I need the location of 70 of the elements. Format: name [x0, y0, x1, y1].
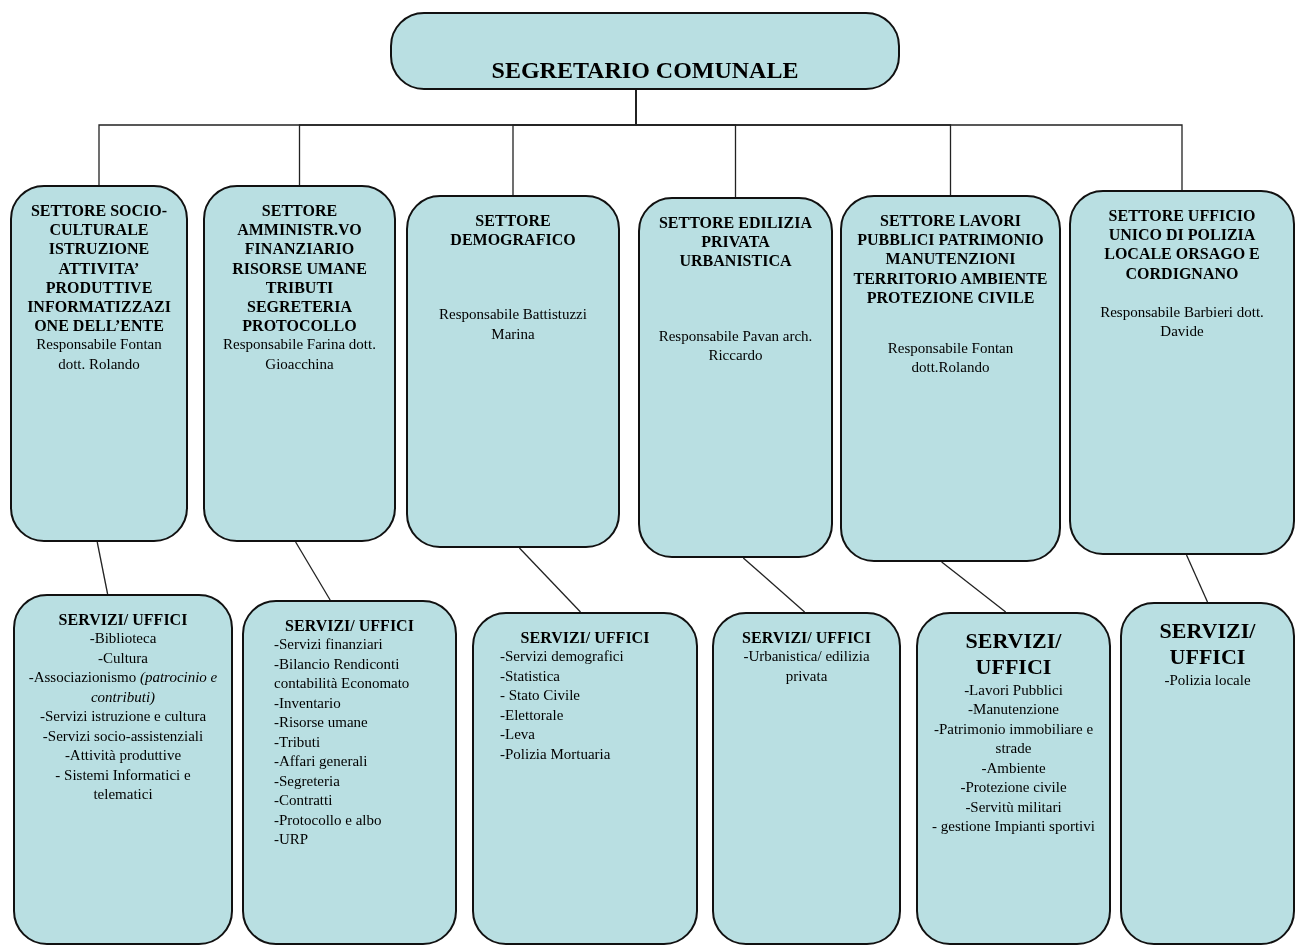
- sector-box: [406, 195, 620, 548]
- connector-line: [295, 541, 331, 601]
- connector-line: [941, 561, 1007, 613]
- service-item: -Servizi finanziari: [273, 635, 384, 655]
- service-item: -Lavori Pubblici: [963, 680, 1064, 700]
- service-item: -Risorse umane: [273, 713, 369, 733]
- connector-line: [96, 541, 109, 595]
- manager-text: Responsabile Fontan dott. Rolando: [35, 335, 163, 374]
- services-box: [242, 600, 457, 945]
- sector-box: [10, 185, 188, 542]
- service-item: - Sistemi Informatici e telematici: [54, 765, 192, 805]
- heading: SETTORE LAVORI PUBBLICI PATRIMONIO MANUTENZIONI TERRITORIO AMBIENTE PROTEZIONE CIVILE: [852, 211, 1049, 307]
- heading: SETTORE SOCIO-CULTURALE ISTRUZIONE ATTIVITA’ PRODUTTIVE INFORMATIZZAZIONE DELL’ENTE: [26, 201, 172, 336]
- title-box: [390, 12, 900, 90]
- connector-line: [742, 557, 806, 613]
- manager-text: Responsabile Pavan arch. Riccardo: [657, 326, 814, 366]
- service-item: -Biblioteca: [88, 629, 158, 649]
- sector-box: [840, 195, 1061, 562]
- service-item: - gestione Impianti sportivi: [931, 817, 1096, 837]
- service-item: -Contratti: [273, 791, 334, 811]
- heading: SERVIZI/ UFFICI: [1158, 618, 1257, 671]
- heading: SERVIZI/ UFFICI: [284, 616, 415, 636]
- services-box: [916, 612, 1111, 945]
- manager-text: Responsabile Battistuzzi Marina: [438, 305, 588, 344]
- service-item: -Protocollo e albo: [273, 810, 383, 830]
- manager-text: Responsabile Fontan dott.Rolando: [886, 338, 1015, 378]
- sector-box: [1069, 190, 1295, 555]
- services-box: [1120, 602, 1295, 945]
- connector-line: [518, 547, 582, 613]
- service-item: -Polizia locale: [1163, 670, 1252, 690]
- service-item: -Bilancio Rendiconti contabilità Economato: [273, 654, 411, 694]
- service-item: -Cultura: [97, 648, 149, 668]
- service-item: -Ambiente: [980, 758, 1047, 778]
- services-box: [712, 612, 901, 945]
- connector-line: [1185, 554, 1209, 603]
- services-box: [472, 612, 698, 945]
- service-item: -Servizi demografici: [499, 647, 625, 667]
- manager-text: Responsabile Farina dott. Gioacchina: [222, 335, 377, 374]
- heading: SETTORE AMMINISTR.VO FINANZIARIO RISORSE UMANE TRIBUTI SEGRETERIA PROTOCOLLO: [231, 201, 368, 336]
- manager-text: Responsabile Barbieri dott. Davide: [1099, 302, 1265, 342]
- service-item: -Polizia Mortuaria: [499, 744, 612, 764]
- heading: SEGRETARIO COMUNALE: [490, 56, 800, 85]
- service-item: -Protezione civile: [959, 778, 1068, 798]
- service-item: -URP: [273, 830, 310, 850]
- service-item: -Patrimonio immobiliare e strade: [932, 719, 1095, 759]
- heading: SETTORE DEMOGRAFICO: [449, 211, 577, 250]
- service-item: -Urbanistica/ edilizia privata: [742, 647, 871, 686]
- heading: SERVIZI/ UFFICI: [519, 628, 651, 648]
- service-item: -Inventario: [273, 693, 342, 713]
- service-item: -Servizi istruzione e cultura: [38, 707, 208, 727]
- service-item: -Statistica: [499, 666, 561, 686]
- heading: SERVIZI/ UFFICI: [57, 610, 189, 630]
- service-item: -Leva: [499, 725, 536, 745]
- service-item: -Affari generali: [273, 752, 369, 772]
- service-item: - Stato Civile: [499, 686, 581, 706]
- service-item: -Associazionismo (patrocinio e contributi): [27, 668, 219, 707]
- service-item: -Segreteria: [273, 771, 341, 791]
- service-item: -Attività produttive: [63, 746, 183, 766]
- service-item: -Servitù militari: [964, 797, 1063, 817]
- sector-box: [638, 197, 833, 558]
- heading: SETTORE UFFICIO UNICO DI POLIZIA LOCALE ORSAGO E CORDIGNANO: [1103, 206, 1261, 283]
- sector-box: [203, 185, 396, 542]
- services-box: [13, 594, 233, 945]
- service-item: -Manutenzione: [967, 700, 1060, 720]
- heading: SERVIZI/ UFFICI: [741, 628, 872, 648]
- service-item: -Elettorale: [499, 705, 565, 725]
- heading: SERVIZI/ UFFICI: [964, 628, 1063, 681]
- service-item: -Servizi socio-assistenziali: [41, 726, 205, 746]
- service-item: -Tributi: [273, 732, 322, 752]
- heading: SETTORE EDILIZIA PRIVATA URBANISTICA: [657, 213, 814, 271]
